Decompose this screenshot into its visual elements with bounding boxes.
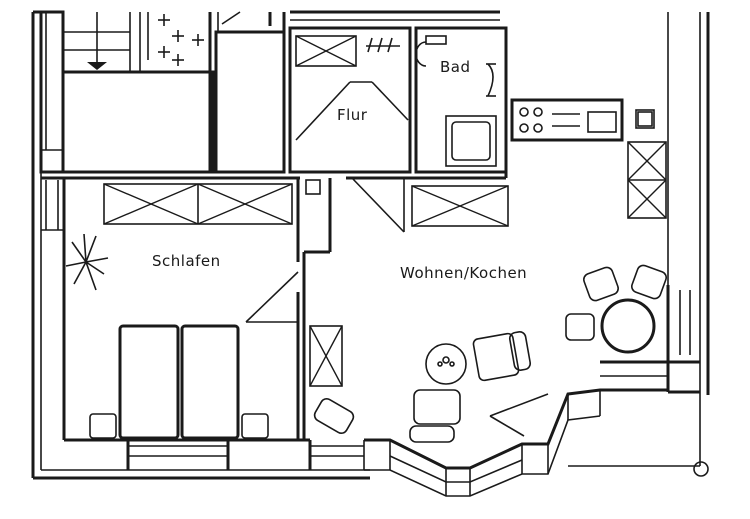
bay-window [363,360,668,497]
bad-room: Bad [414,26,508,174]
flur-label: Flur [337,106,368,124]
plant [65,233,109,291]
kitchen-counter [510,98,655,142]
hall-core [214,12,286,174]
stairwell [39,10,272,174]
wardrobes [103,141,667,387]
flur-room: Flur [288,26,412,174]
wohnen-kochen-label: Wohnen/Kochen [400,264,527,282]
living-furniture [313,264,667,443]
schlafen-label: Schlafen [152,252,221,270]
inner-walls [41,100,700,470]
double-bed [89,324,269,440]
bad-label: Bad [440,58,471,76]
